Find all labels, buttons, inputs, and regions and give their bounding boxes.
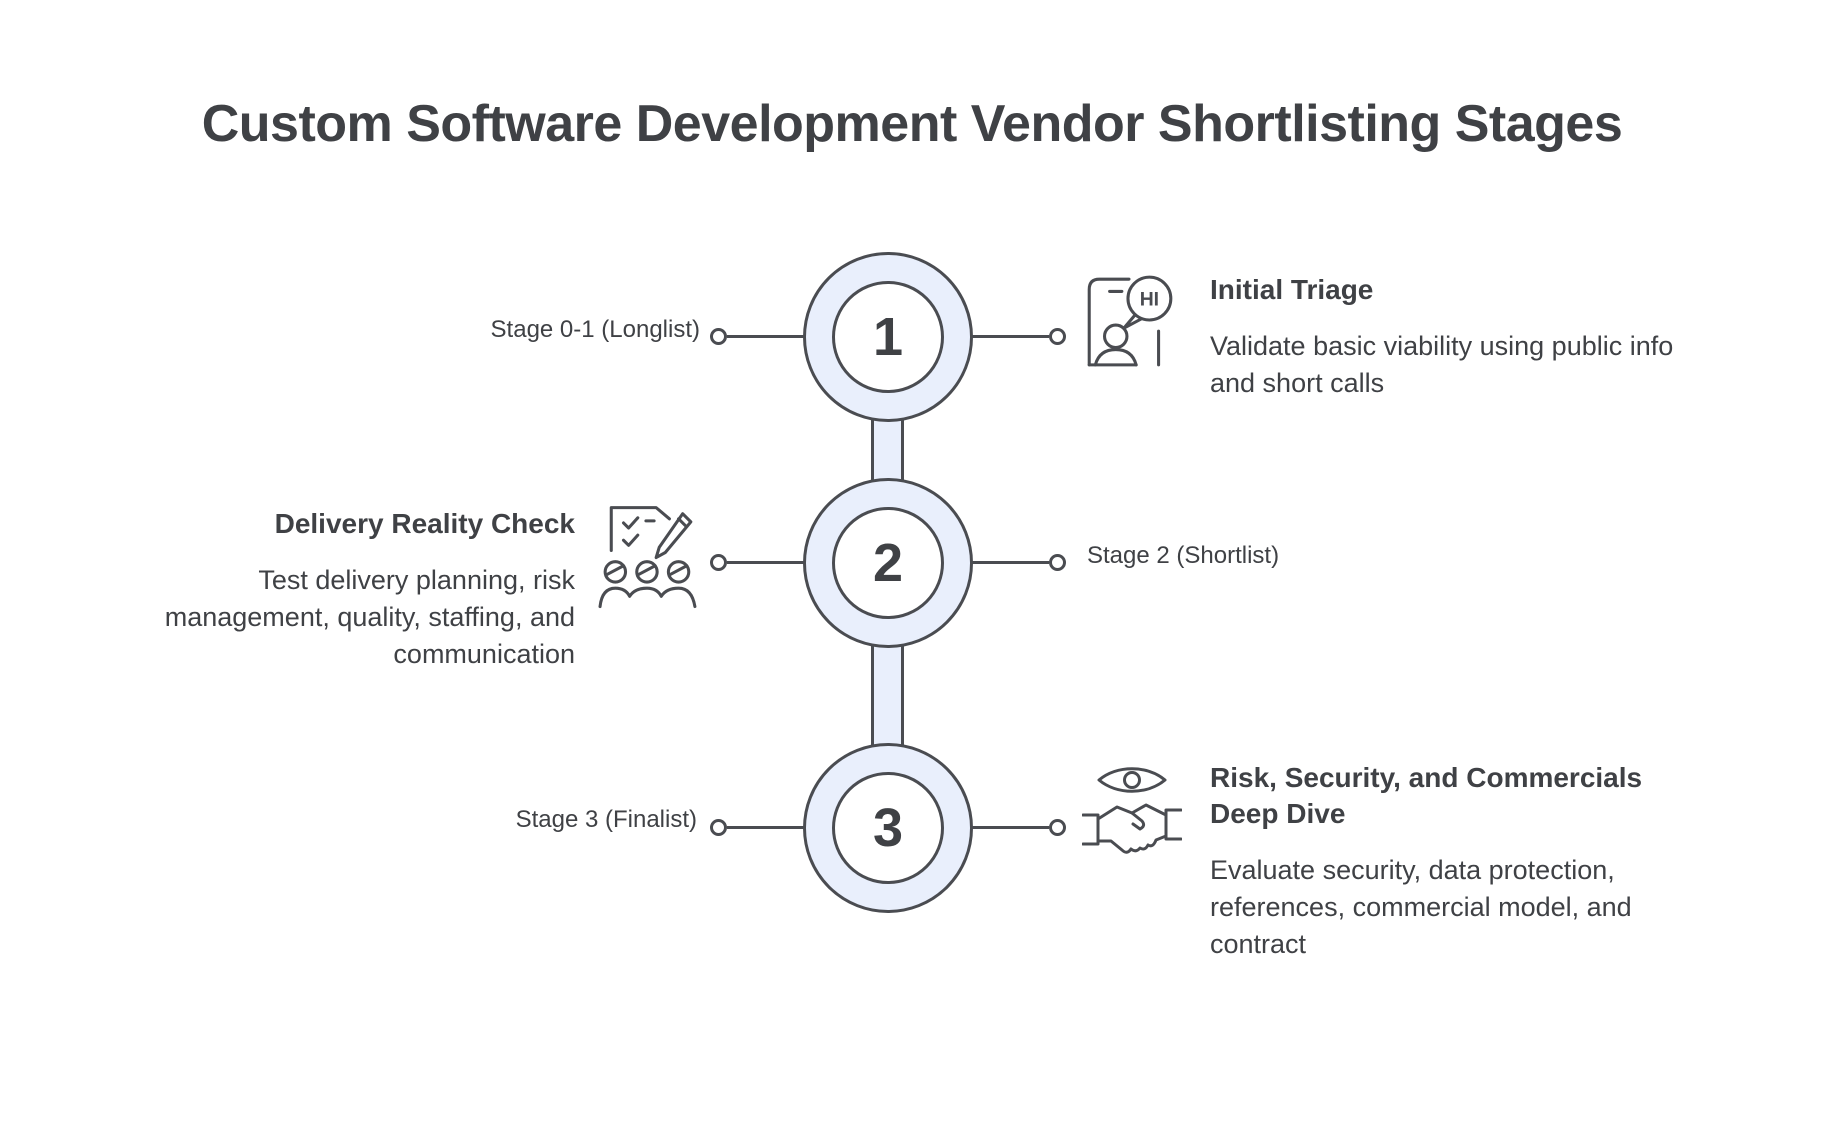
stage-node-2-inner: 2: [832, 507, 944, 619]
stage-node-3-inner: 3: [832, 772, 944, 884]
connector-dot-stage1-left: [710, 328, 727, 345]
connector-line-stage2-right: [971, 561, 1049, 564]
stage-number-1: 1: [872, 307, 904, 367]
connector-line-stage1-left: [727, 335, 805, 338]
connector-dot-stage3-left: [710, 819, 727, 836]
stage-label-1: Stage 0-1 (Longlist): [490, 316, 700, 343]
stage-label-2: Stage 2 (Shortlist): [1087, 542, 1280, 569]
connector-dot-stage3-right: [1049, 819, 1066, 836]
stage-label-3: Stage 3 (Finalist): [515, 806, 697, 833]
stage-1-description: Validate basic viability using public in…: [1210, 331, 1674, 398]
connector-dot-stage2-left: [710, 554, 727, 571]
stage-node-2: 2: [803, 478, 973, 648]
stage-number-2: 2: [872, 533, 904, 593]
stage-3-heading: Risk, Security, and Commercials Deep Div…: [1210, 762, 1643, 829]
stage-1-heading: Initial Triage: [1210, 274, 1374, 305]
node-connector-2-3: [871, 628, 904, 763]
connector-line-stage2-left: [727, 561, 805, 564]
stage-node-1-inner: 1: [832, 281, 944, 393]
connector-dot-stage2-right: [1049, 554, 1066, 571]
video-call-greeting-icon: HI: [1087, 275, 1173, 367]
stage-3-content: Risk, Security, and Commercials Deep Div…: [1210, 760, 1710, 963]
stage-node-3: 3: [803, 743, 973, 913]
connector-line-stage3-right: [971, 826, 1049, 829]
eye-handshake-icon: [1082, 767, 1182, 854]
stage-2-heading: Delivery Reality Check: [274, 508, 575, 539]
page-title: Custom Software Development Vendor Short…: [201, 95, 1623, 153]
stage-number-3: 3: [872, 798, 904, 858]
stage-2-content: Delivery Reality Check Test delivery pla…: [105, 506, 575, 673]
stage-3-description: Evaluate security, data protection, refe…: [1210, 855, 1632, 959]
connector-line-stage3-left: [727, 826, 805, 829]
speech-bubble-text: HI: [1140, 289, 1159, 311]
connector-dot-stage1-right: [1049, 328, 1066, 345]
connector-line-stage1-right: [971, 335, 1049, 338]
stage-1-content: Initial Triage Validate basic viability …: [1210, 272, 1700, 402]
checklist-team-icon: [598, 506, 697, 609]
stage-2-description: Test delivery planning, risk management,…: [164, 565, 575, 669]
stage-node-1: 1: [803, 252, 973, 422]
